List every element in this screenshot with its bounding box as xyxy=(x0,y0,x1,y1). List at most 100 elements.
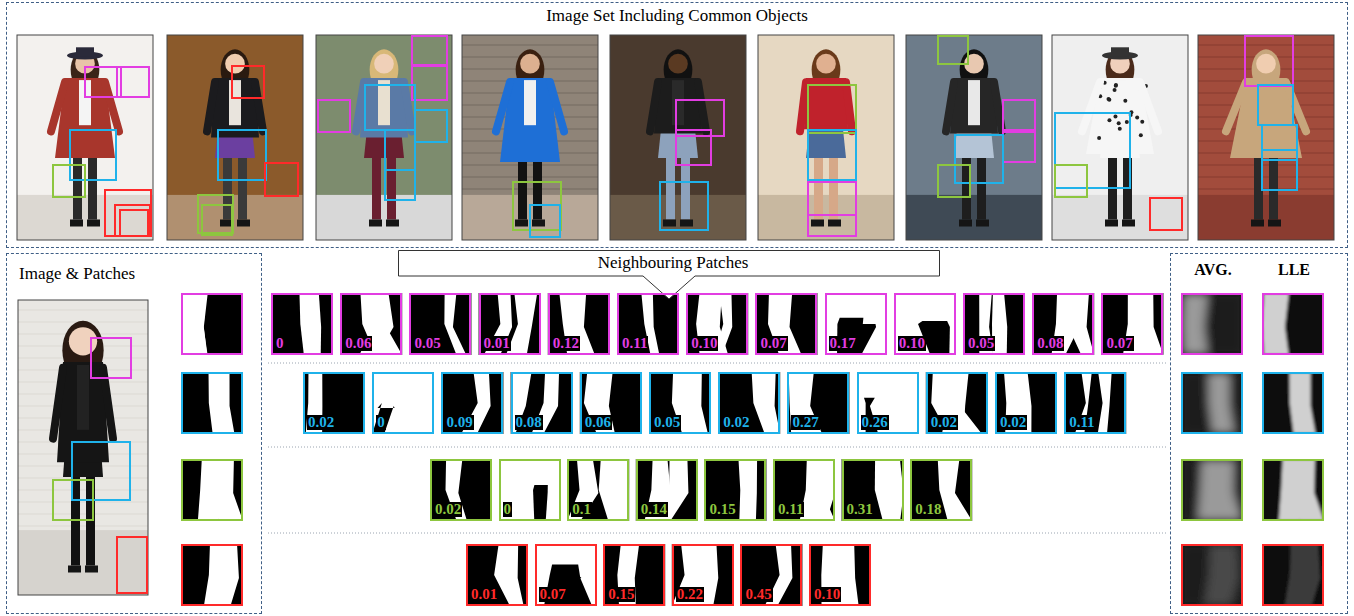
patch-ground xyxy=(1032,293,1094,355)
result-frame xyxy=(1263,460,1323,520)
patch-silhouette xyxy=(209,372,235,434)
object-box xyxy=(385,170,415,200)
patch-box: 0.05 xyxy=(963,293,1025,355)
shoe xyxy=(386,220,399,227)
result-ground xyxy=(1262,544,1324,606)
photo-background xyxy=(758,35,894,240)
weight-number: 0.11 xyxy=(1068,415,1095,430)
dress-dot xyxy=(1135,115,1139,119)
dashed-panel: AVG.LLE xyxy=(1170,253,1348,614)
column-heading: LLE xyxy=(1263,261,1325,279)
result-ground xyxy=(1181,372,1243,434)
weight-number: 0 xyxy=(376,415,386,430)
patch-silhouette xyxy=(210,459,243,521)
wall-texture xyxy=(18,526,148,527)
photo-frame xyxy=(18,300,148,595)
weight-number: 0.10 xyxy=(813,587,841,602)
weight-number: 0.01 xyxy=(470,587,498,602)
object-box xyxy=(808,85,856,133)
arm xyxy=(255,82,263,131)
row-separator xyxy=(268,363,1166,364)
arm xyxy=(946,82,954,131)
result-ground xyxy=(1262,459,1324,521)
sample-patch-frame xyxy=(182,460,242,520)
weight-number: 0.10 xyxy=(898,336,926,351)
patch-ground xyxy=(430,459,492,521)
photo-frame xyxy=(316,35,452,240)
object-box xyxy=(412,65,447,100)
patch-silhouette xyxy=(875,459,904,521)
patch-ground xyxy=(910,459,972,521)
patch-box: 0.07 xyxy=(755,293,817,355)
row-separator xyxy=(268,533,1166,534)
object-box xyxy=(415,110,447,142)
dress-dot xyxy=(1113,114,1117,118)
patch-box: 0.07 xyxy=(1101,293,1163,355)
sample-patch-frame xyxy=(182,545,242,605)
weight-number: 0.09 xyxy=(445,415,473,430)
patch-silhouette xyxy=(299,293,321,355)
patch-box: 0.05 xyxy=(649,372,711,434)
photo-frame xyxy=(167,35,303,240)
patch-silhouette xyxy=(494,544,524,606)
patch-box: 0.45 xyxy=(740,544,802,606)
photo-frame xyxy=(1052,35,1188,240)
photo-floor xyxy=(1052,195,1188,240)
weight-number: 0.07 xyxy=(1105,336,1133,351)
dress-dot xyxy=(1123,99,1127,103)
result-ground xyxy=(1181,293,1243,355)
wall-texture xyxy=(18,502,148,503)
patch-silhouette xyxy=(1291,459,1324,521)
patch-box: 0.05 xyxy=(409,293,471,355)
patch-box: 0.02 xyxy=(430,459,492,521)
patch-art xyxy=(181,293,1324,606)
weight-number: 0.06 xyxy=(584,415,612,430)
weight-number: 0.01 xyxy=(483,336,511,351)
patch-silhouette xyxy=(1285,544,1320,606)
patch-box: 0.10 xyxy=(894,293,956,355)
patch-ground xyxy=(842,459,904,521)
arm xyxy=(846,82,852,131)
patch-ground xyxy=(499,459,561,521)
weight-number: 0.11 xyxy=(621,336,648,351)
row-separator xyxy=(268,447,1166,448)
weight-number: 0.17 xyxy=(829,336,857,351)
sample-patch-frame xyxy=(182,373,242,433)
dashed-panel: Image & Patches xyxy=(6,253,262,614)
patch-ground xyxy=(409,293,471,355)
object-box xyxy=(676,130,711,165)
leg xyxy=(814,150,823,220)
inner-top xyxy=(524,80,536,125)
object-box xyxy=(218,130,266,180)
patch-box: 0.18 xyxy=(910,459,972,521)
weight-number: 0 xyxy=(503,502,513,517)
leg xyxy=(977,150,986,220)
wall-texture xyxy=(18,478,148,479)
wall-texture xyxy=(18,490,148,491)
shoe xyxy=(680,220,693,227)
patch-ground xyxy=(1181,293,1243,355)
patch-silhouette xyxy=(1210,459,1243,521)
patch-box: 0.31 xyxy=(842,459,904,521)
dashed-panel: Image Set Including Common Objects xyxy=(6,2,1348,248)
head xyxy=(69,327,97,355)
inner-top xyxy=(77,365,89,430)
inner-top xyxy=(672,80,684,125)
shoe xyxy=(663,220,676,227)
shoe xyxy=(959,220,972,227)
object-box xyxy=(660,182,708,230)
wall-texture xyxy=(462,165,598,166)
patch-ground xyxy=(181,293,243,355)
patch-ground xyxy=(340,293,402,355)
result-frame xyxy=(1263,373,1323,433)
patch-ground xyxy=(963,293,1025,355)
weight-number: 0.15 xyxy=(607,587,635,602)
patch-ground xyxy=(1181,544,1243,606)
shoe xyxy=(515,220,528,227)
result-frame xyxy=(1182,373,1242,433)
result-patch xyxy=(1181,459,1243,521)
arm xyxy=(800,82,806,131)
patch-silhouette xyxy=(1129,293,1163,355)
leg xyxy=(223,150,232,220)
